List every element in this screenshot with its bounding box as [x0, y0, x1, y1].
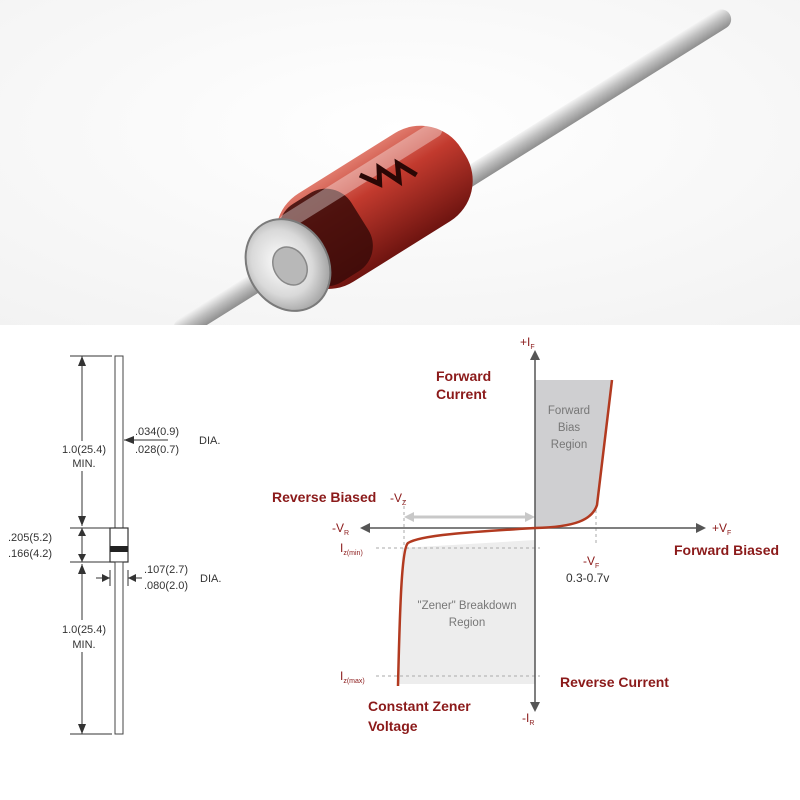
- iz-max-label: Iz(max): [340, 669, 365, 685]
- forward-bias-region-label-3: Region: [551, 439, 587, 451]
- body-dia-min: .080(2.0): [144, 580, 188, 592]
- zener-breakdown-region: [398, 540, 535, 684]
- lead-dia-min: .028(0.7): [135, 444, 179, 456]
- lead-min-label: MIN.: [72, 458, 95, 470]
- axis-minus-v: -VR: [332, 521, 349, 537]
- body-len-max: .205(5.2): [8, 532, 52, 544]
- lead-dia-unit: DIA.: [199, 435, 220, 447]
- forward-current-label-line1: Forward: [436, 368, 491, 384]
- forward-current-label-line2: Current: [436, 386, 487, 402]
- forward-bias-region-label-2: Bias: [558, 422, 581, 434]
- upper-lead-outline: [114, 355, 124, 529]
- vz-label: -VZ: [390, 491, 407, 507]
- body-outline: [109, 527, 129, 563]
- reverse-biased-label: Reverse Biased: [272, 489, 376, 505]
- zener-region-label-2: Region: [449, 617, 485, 629]
- constant-zener-label-line1: Constant Zener: [368, 698, 471, 714]
- lower-lead-outline: [114, 561, 124, 735]
- diagrams-panel: 1.0(25.4) MIN. .034(0.9) .028(0.7) DIA. …: [8, 335, 779, 735]
- reverse-current-label: Reverse Current: [560, 674, 669, 690]
- zener-region-label-1: "Zener" Breakdown: [418, 600, 517, 612]
- body-len-min: .166(4.2): [8, 548, 52, 560]
- forward-bias-region: [535, 380, 612, 528]
- dimension-drawing: 1.0(25.4) MIN. .034(0.9) .028(0.7) DIA. …: [8, 355, 221, 735]
- lead-length-label: 1.0(25.4): [62, 444, 106, 456]
- axis-minus-i: -IR: [522, 711, 534, 727]
- lead-min-bottom-label: MIN.: [72, 639, 95, 651]
- forward-bias-region-label-1: Forward: [548, 405, 590, 417]
- cathode-band-drawing: [110, 546, 128, 552]
- body-dia-unit: DIA.: [200, 573, 221, 585]
- vf-label: -VF: [583, 554, 599, 570]
- vf-range-label: 0.3-0.7v: [566, 571, 609, 585]
- iz-min-label: Iz(min): [340, 541, 363, 557]
- iv-characteristic: +IF -IR +VF -VR Forward Current Forward …: [272, 335, 779, 734]
- iv-curve: [396, 379, 614, 687]
- diode-photo: [0, 0, 800, 325]
- constant-zener-label-line2: Voltage: [368, 718, 418, 734]
- axis-plus-i: +IF: [520, 335, 535, 351]
- lead-dia-max: .034(0.9): [135, 426, 179, 438]
- axis-plus-v: +VF: [712, 521, 731, 537]
- forward-biased-label: Forward Biased: [674, 542, 779, 558]
- lead-length-bottom-label: 1.0(25.4): [62, 624, 106, 636]
- diode-lead-upper: [448, 9, 732, 194]
- body-dia-max: .107(2.7): [144, 564, 188, 576]
